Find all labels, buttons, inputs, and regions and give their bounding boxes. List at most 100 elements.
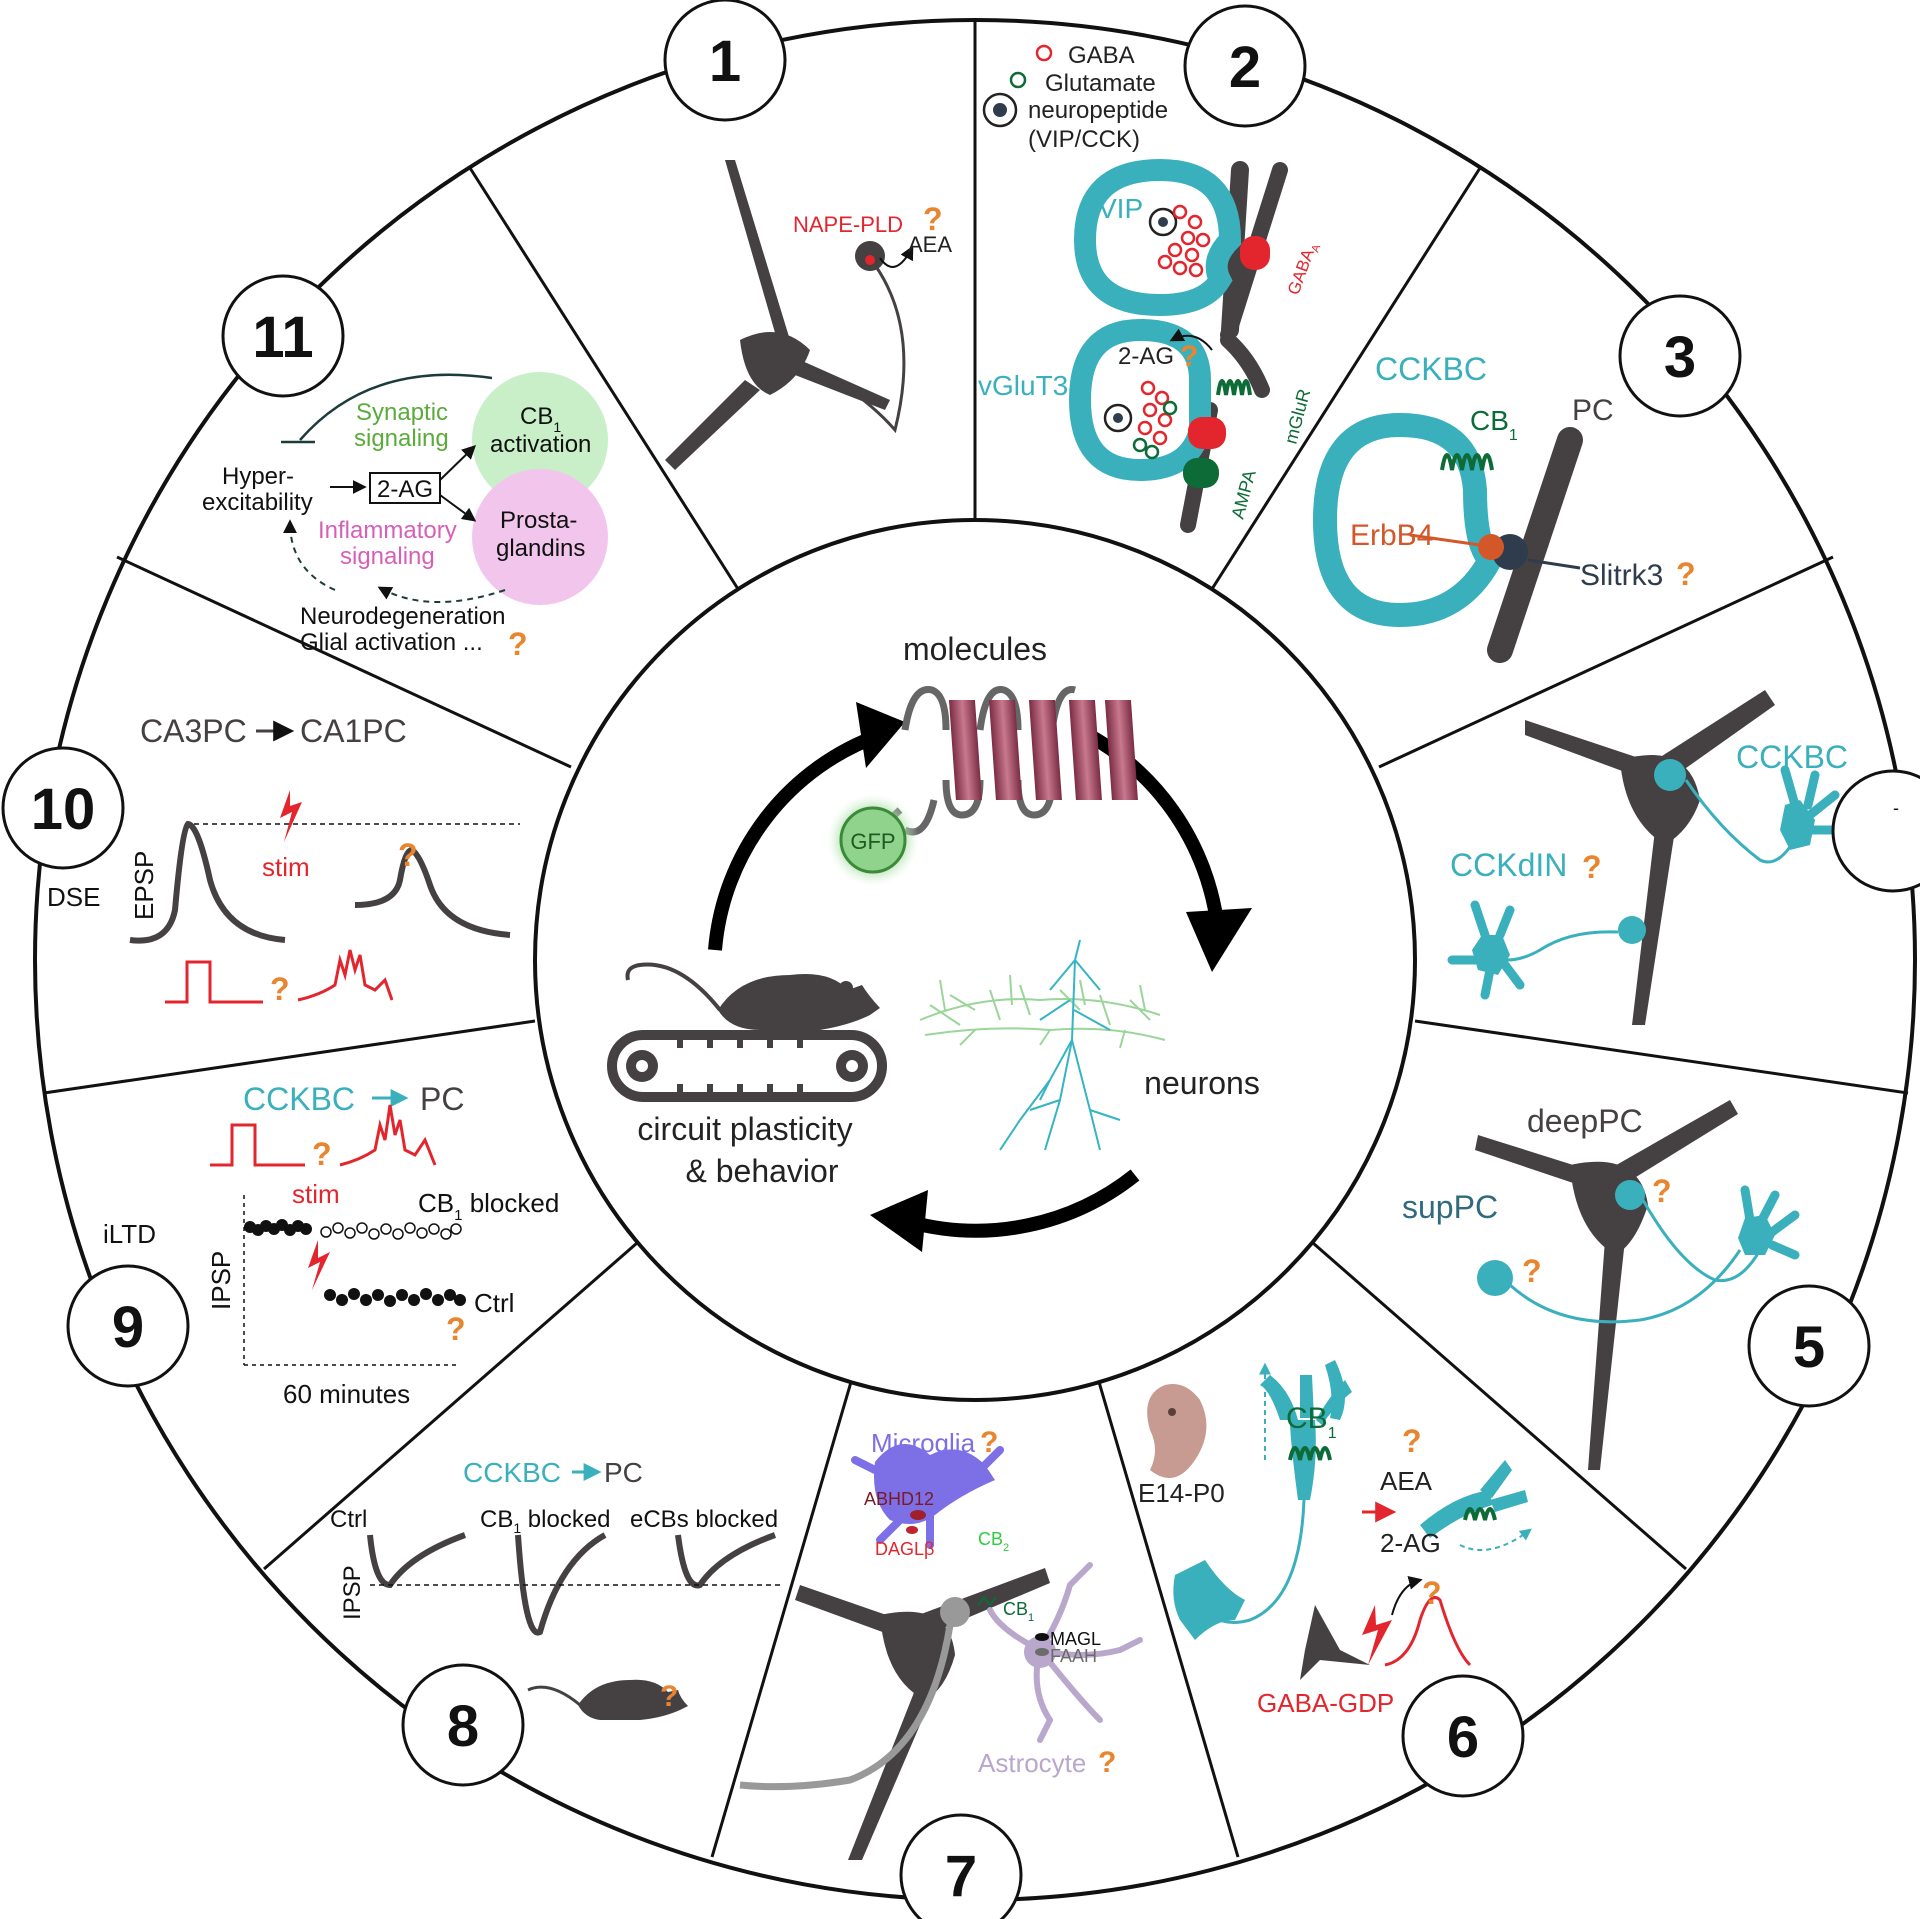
- label-aea-6: AEA: [1380, 1466, 1433, 1496]
- inhibition-line: [299, 373, 493, 441]
- epsp-trace-ctrl: [129, 820, 286, 944]
- cycle-arrowhead-right: [1186, 908, 1252, 972]
- basket-axon-5: [1641, 1199, 1762, 1283]
- terminal-7: [940, 1597, 970, 1627]
- label-slitrk3: Slitrk3: [1580, 559, 1663, 592]
- label-ca1pc: CA1PC: [300, 713, 407, 749]
- label-circuit-line1: circuit plasticity: [637, 1111, 852, 1147]
- svg-text:9: 9: [112, 1295, 144, 1360]
- lightning-9: [308, 1240, 330, 1290]
- label-daglb: DAGLβ: [875, 1539, 934, 1559]
- label-gabaa: GABAA: [1284, 239, 1324, 298]
- microglia-cell: [874, 1444, 995, 1524]
- label-stim-10: stim: [262, 852, 310, 882]
- svg-text:3: 3: [1664, 325, 1696, 390]
- label-nape-pld: NAPE-PLD: [793, 212, 903, 237]
- label-neurodegeneration: Neurodegeneration: [300, 603, 506, 630]
- svg-text:10: 10: [31, 777, 96, 842]
- badge-9: 9: [66, 1264, 190, 1388]
- label-aea-1: AEA: [908, 232, 952, 257]
- badge-2: 2: [1183, 4, 1307, 128]
- 2ag-arrow: [1169, 328, 1213, 351]
- gfp-circle: [839, 806, 907, 874]
- stim-pulse-10: [165, 960, 263, 1004]
- cycle-arrow-right: [1071, 721, 1225, 931]
- ipsp-dots-ctrl: [324, 1288, 466, 1307]
- label-inflammatory: Inflammatory: [318, 517, 457, 544]
- vglut3-terminal: [1068, 318, 1211, 482]
- dashed-arrow-hyperexcitability: [283, 519, 336, 591]
- axon-1: [804, 264, 906, 434]
- center-cycle: molecules GFP neurons: [607, 631, 1260, 1252]
- question-mark: ?: [1582, 849, 1602, 885]
- label-2ag-2: 2-AG: [1118, 343, 1174, 370]
- label-prosta: Prosta-: [500, 507, 577, 534]
- label-glial-activation: Glial activation ...: [300, 629, 483, 656]
- cycle-arrow-bottom: [908, 1169, 1140, 1238]
- label-gaba-gdp: GABA-GDP: [1257, 1688, 1394, 1718]
- question-mark: ?: [1652, 1173, 1672, 1209]
- segment-dividers: [43, 20, 1909, 1858]
- gaba-vesicles-vip: [1157, 204, 1211, 278]
- label-ampa: AMPA: [1228, 468, 1260, 521]
- ipsp-traces-8: [367, 1532, 777, 1636]
- legend-glutamate-symbol: [1009, 71, 1027, 89]
- label-activation: activation: [490, 431, 591, 458]
- cckdin-interneuron: [1447, 900, 1525, 1000]
- label-dse: DSE: [47, 882, 100, 912]
- pyramidal-neuron-1: [665, 160, 890, 470]
- panel-10: CA3PC CA1PC stim ? EPSP DSE ?: [47, 713, 520, 1007]
- badge-7: 7: [899, 1813, 1023, 1919]
- label-cckbc-3: CCKBC: [1375, 351, 1487, 387]
- panel-4: CCKBC CCKdIN ?: [1447, 690, 1848, 1025]
- badge-8: 8: [401, 1663, 525, 1787]
- svg-text:5: 5: [1793, 1315, 1825, 1380]
- cckbc-interneuron-4: [1780, 765, 1845, 850]
- label-vip: VIP: [1098, 193, 1143, 224]
- cycle-arrow-left: [708, 728, 883, 951]
- label-circuit-line2: & behavior: [686, 1153, 839, 1189]
- svg-text:1: 1: [709, 29, 741, 94]
- panel-11: Synaptic signaling CB1 activation Hyper-…: [202, 372, 608, 662]
- label-magl: MAGL: [1050, 1629, 1101, 1649]
- label-ctrl-8: Ctrl: [330, 1506, 367, 1533]
- lightning-6: [1362, 1605, 1392, 1665]
- label-epsp: EPSP: [129, 851, 159, 920]
- badge-10: 10: [1, 746, 125, 870]
- terminal-1-dot: [865, 255, 875, 265]
- label-vglut3: vGluT3: [978, 370, 1068, 401]
- pyramidal-neuron-5: [1475, 1100, 1738, 1470]
- gdp-neuron: [1300, 1605, 1370, 1680]
- label-cb1-blocked-8: CB1 blocked: [480, 1506, 611, 1536]
- box-2ag: [369, 472, 441, 504]
- question-mark: ?: [508, 626, 528, 662]
- vip-terminal: [1073, 158, 1242, 317]
- question-mark: ?: [980, 1426, 998, 1459]
- gdp-trace: [1384, 1596, 1472, 1667]
- suppc-bouton: [1477, 1260, 1513, 1296]
- cckbc-axon-4: [1684, 779, 1802, 864]
- aea-arrow: [879, 245, 914, 268]
- label-ca3pc: CA3PC: [140, 713, 247, 749]
- question-mark: ?: [1402, 1423, 1422, 1459]
- svg-text:11: 11: [252, 305, 313, 370]
- legend-vip-cck: (VIP/CCK): [1028, 126, 1140, 153]
- ampa-receptor: [1183, 458, 1219, 488]
- badge-5: 5: [1747, 1284, 1871, 1408]
- label-cckbc-4: CCKBC: [1736, 739, 1848, 775]
- label-cckbc-8: CCKBC: [463, 1457, 561, 1488]
- label-stim-9: stim: [292, 1179, 340, 1209]
- neuron-tree-drawing: [919, 939, 1166, 1151]
- cb1-activation-circle: [472, 372, 608, 508]
- panel-2: GABA Glutamate neuropeptide (VIP/CCK) VI…: [978, 42, 1324, 533]
- label-iltd: iLTD: [103, 1219, 156, 1249]
- label-ecbs-blocked: eCBs blocked: [630, 1506, 778, 1533]
- badge-4: -: [1831, 769, 1920, 893]
- label-cb1-3: CB1: [1470, 405, 1518, 444]
- legend-neuropeptide-core: [993, 103, 1007, 117]
- prostaglandins-circle: [472, 469, 608, 605]
- label-signaling-1: signaling: [354, 425, 449, 452]
- panel-9: CCKBC PC ? stim CB1 blocked IPSP: [103, 1081, 559, 1409]
- label-pc-9: PC: [420, 1081, 464, 1117]
